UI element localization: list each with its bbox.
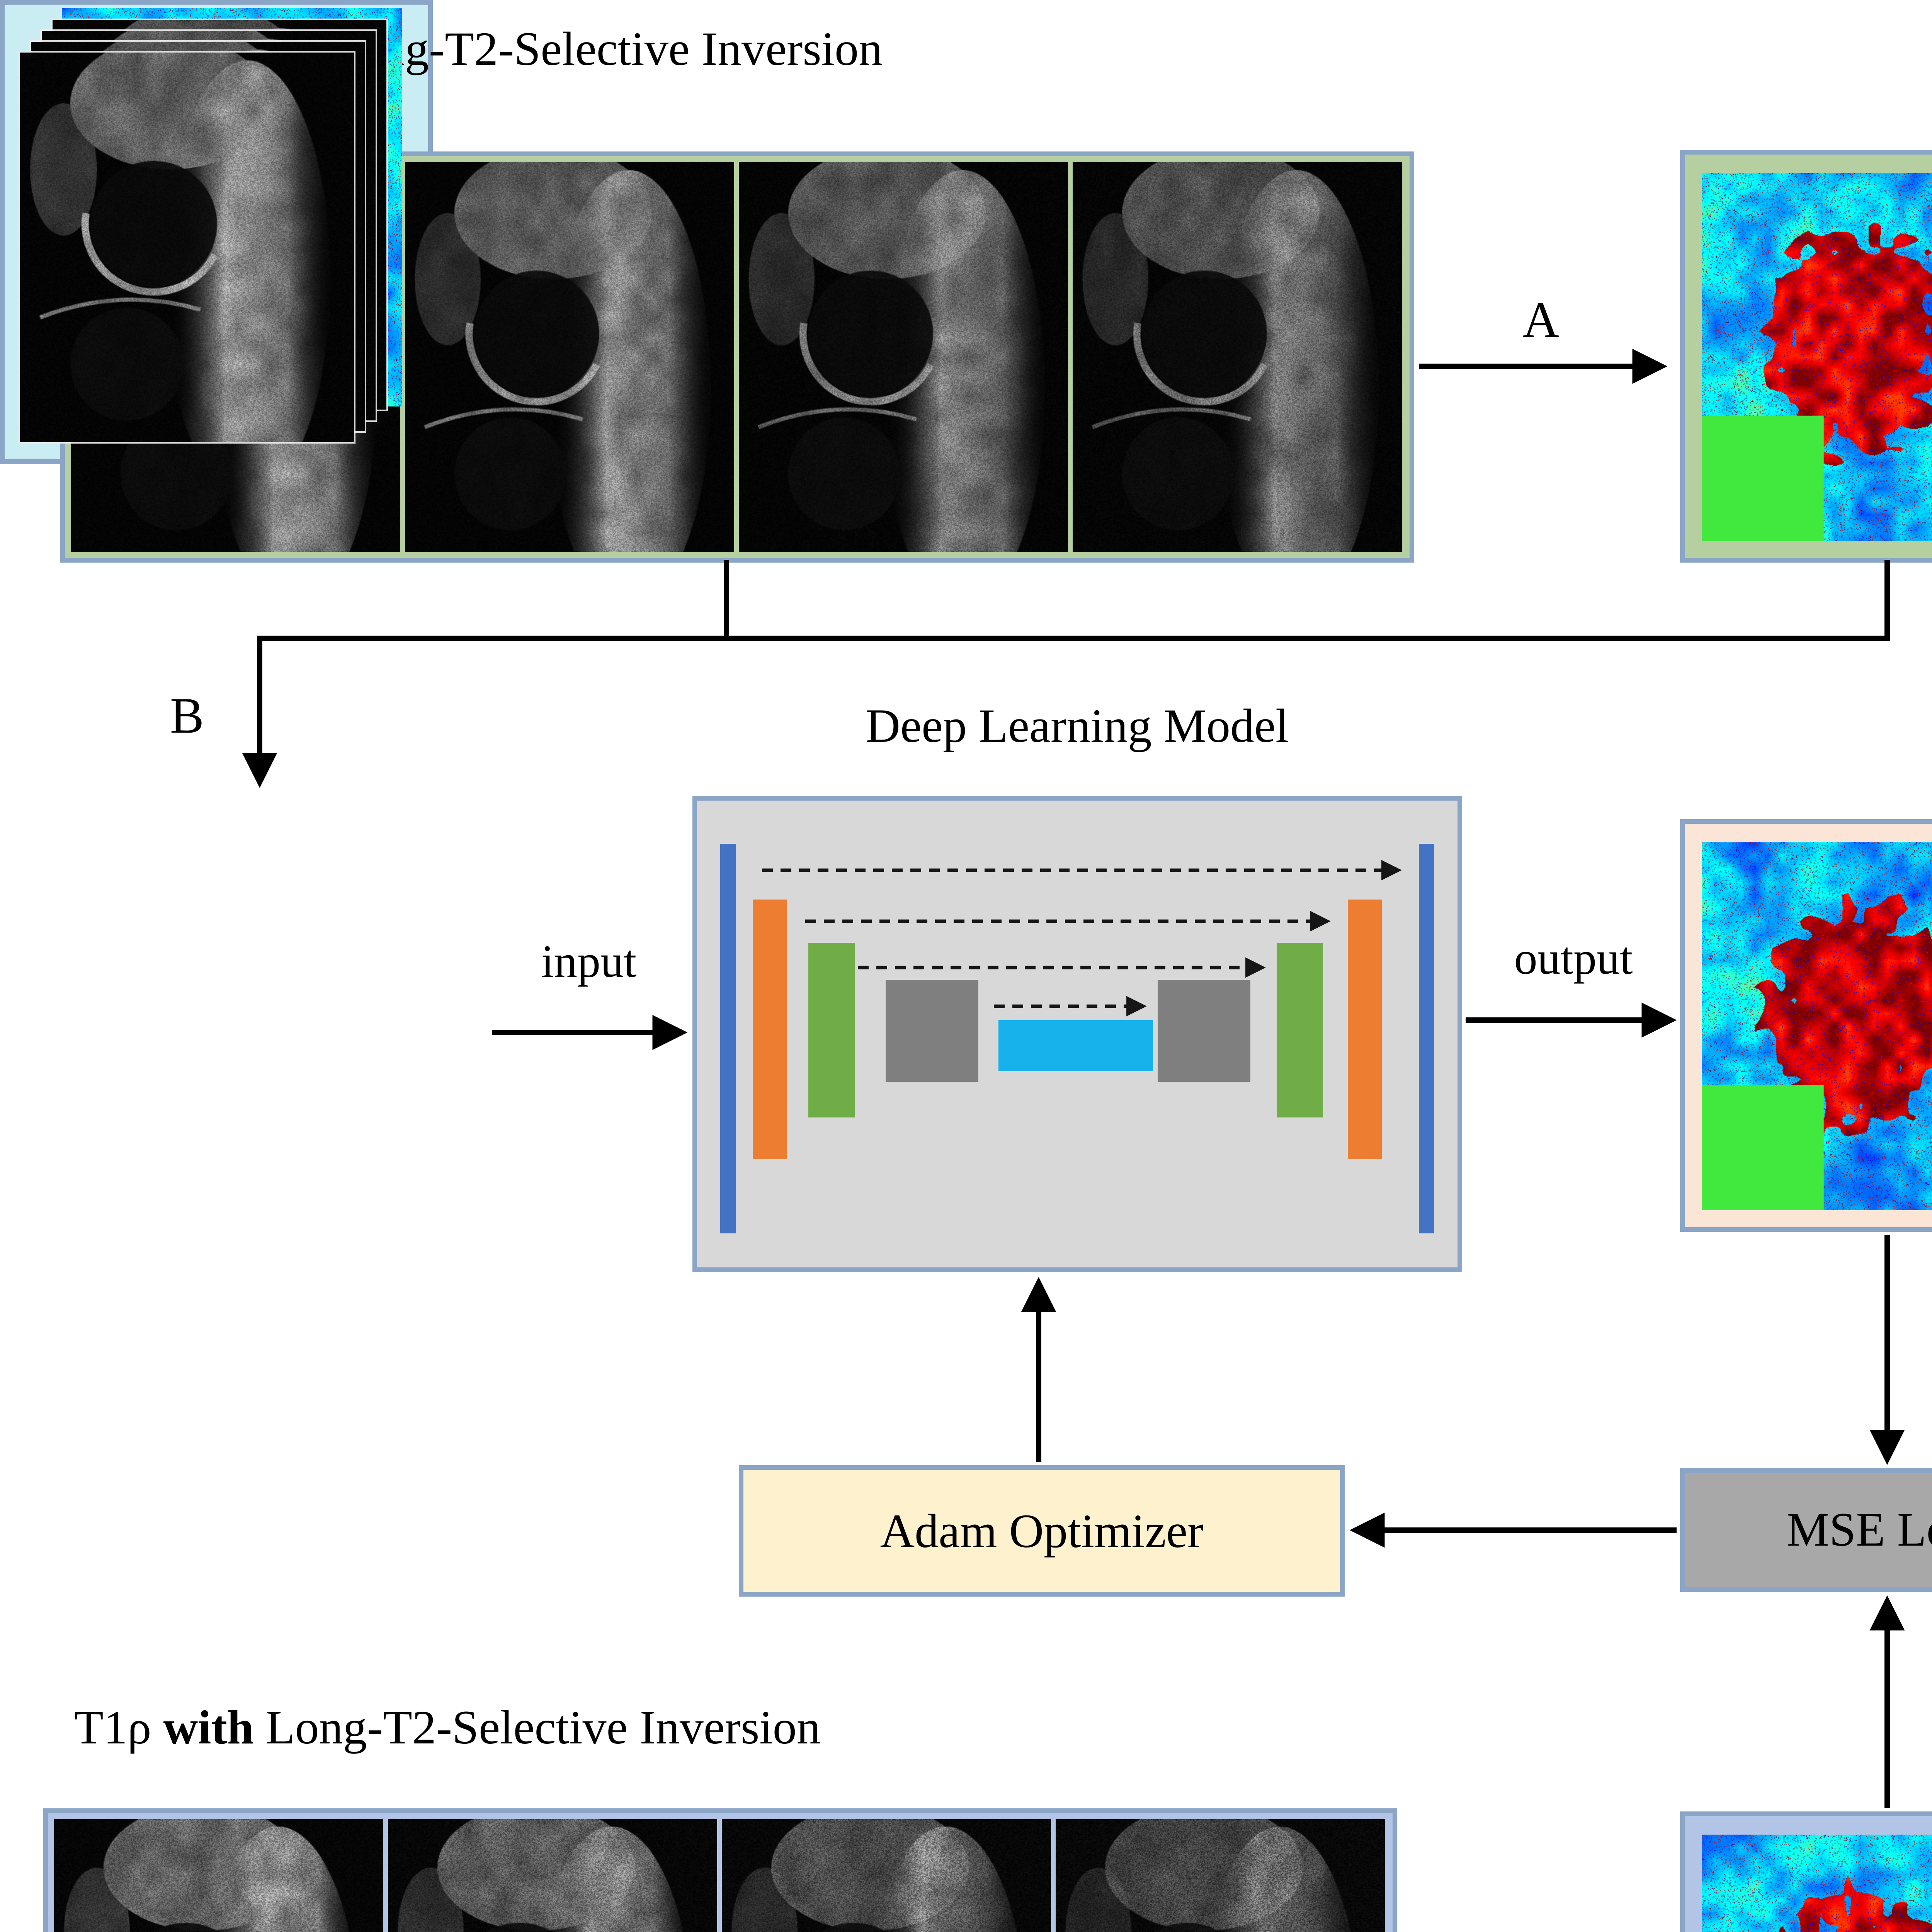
unet-deep-block-right <box>1158 980 1250 1082</box>
knee-mri-image <box>388 1819 717 1932</box>
t1rho-pred-map-frame <box>1680 819 1932 1232</box>
knee-mri-image <box>722 1819 1051 1932</box>
t1rho-sup-map-frame <box>1680 1811 1932 1932</box>
unet-deep-block-left <box>886 980 978 1082</box>
t1rho-pred-map-image <box>1702 842 1932 1209</box>
unet-decoder-bar-right <box>1277 943 1323 1117</box>
mse-loss-box: MSE Loss <box>1680 1468 1932 1592</box>
t1rho-nosup-map-image <box>1702 172 1932 540</box>
adam-optimizer-box: Adam Optimizer <box>739 1465 1345 1597</box>
knee-mri-image <box>1056 1819 1385 1932</box>
model-input-stack-panel <box>0 0 433 464</box>
arrow-a-top-label: A <box>1522 294 1560 349</box>
bottom-title-post: Long-T2-Selective Inversion <box>253 1700 821 1754</box>
output-arrow-label: output <box>1514 934 1633 985</box>
top-title-post: Long-T2-Selective Inversion <box>316 22 883 76</box>
branch-elbow-lines <box>257 560 1890 641</box>
unet-model-box <box>692 796 1462 1272</box>
model-title: Deep Learning Model <box>866 699 1289 753</box>
knee-mri-image <box>54 1819 383 1932</box>
knee-mri-image <box>1073 162 1402 552</box>
t1rho-sup-map-image <box>1702 1835 1932 1932</box>
knee-mri-image <box>739 162 1068 552</box>
unet-bottleneck-block <box>998 1020 1153 1071</box>
t1rho-nosup-map-frame <box>1680 150 1932 563</box>
bottom-title-pre: T1ρ <box>74 1700 163 1754</box>
mse-loss-label: MSE Loss <box>1786 1502 1932 1556</box>
target-images-panel-sup <box>43 1808 1397 1932</box>
arrow-a-bottom-label: A <box>1485 1926 1594 1932</box>
unet-input-layer-bar <box>720 844 736 1233</box>
knee-mri-image <box>405 162 734 552</box>
bottom-title-bold: with <box>163 1700 254 1754</box>
unet-conv-bar-left <box>753 900 787 1159</box>
mri-image-row <box>54 1819 1386 1932</box>
input-arrow-label: input <box>541 937 637 988</box>
unet-encoder-bar-left <box>808 943 855 1117</box>
unet-output-layer-bar <box>1419 844 1434 1233</box>
unet-conv-bar-right <box>1348 900 1382 1159</box>
branch-b-label: B <box>170 689 204 745</box>
bottom-section-title: T1ρ with Long-T2-Selective Inversion <box>74 1700 821 1756</box>
adam-optimizer-label: Adam Optimizer <box>880 1503 1204 1557</box>
skip-connection-arrows <box>762 860 1402 1017</box>
stack-mri-front-image <box>19 51 355 444</box>
